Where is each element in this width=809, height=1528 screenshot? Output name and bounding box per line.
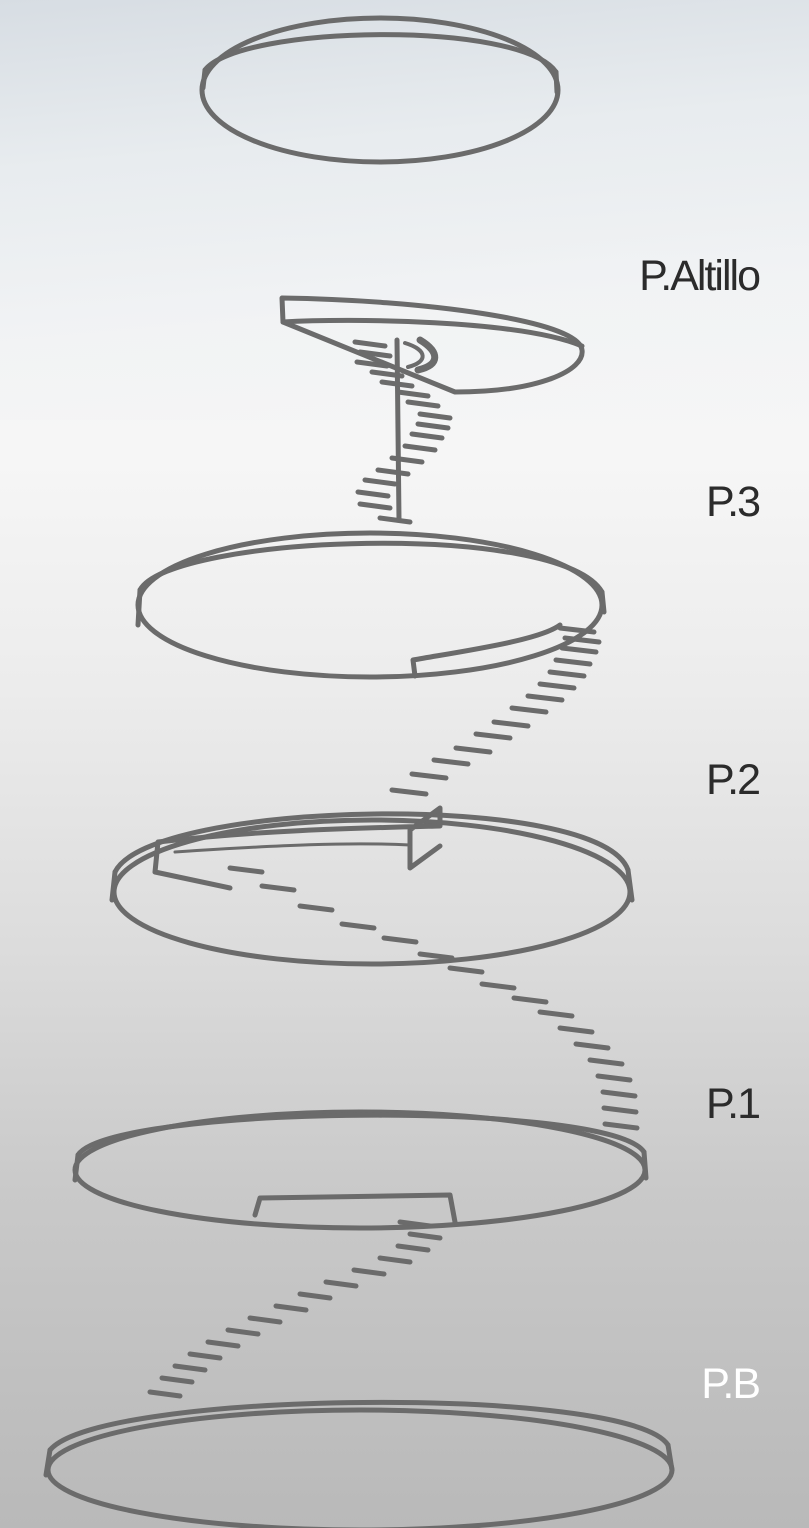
stair-step — [172, 1363, 208, 1373]
stair-step — [479, 981, 517, 991]
floor-label-1: P.1 — [706, 1080, 761, 1128]
stair-step — [297, 903, 335, 913]
stair-step — [525, 693, 565, 703]
stair-step — [447, 965, 485, 975]
stair-step — [407, 1231, 443, 1241]
stair-step — [397, 1219, 433, 1229]
stair-step — [377, 515, 413, 525]
stair-step — [405, 399, 441, 409]
stair-step — [453, 745, 493, 755]
roof-disc — [199, 15, 561, 165]
stair-step — [357, 349, 393, 359]
stair-step — [357, 501, 393, 511]
stair-step — [381, 935, 419, 945]
stair-step — [259, 883, 297, 893]
stair-step — [491, 719, 531, 729]
stair-steps-floor-3 — [389, 625, 602, 797]
stair-step — [409, 431, 445, 441]
stair-step — [537, 1009, 575, 1019]
stair-step — [247, 1315, 283, 1325]
stair-step — [389, 455, 425, 465]
stair-step — [511, 995, 549, 1005]
spiral-stair-attic — [394, 337, 402, 523]
stair-step — [147, 1389, 183, 1399]
stair-step — [409, 771, 449, 781]
stair-step — [402, 443, 438, 453]
floor-label-ground: P.B — [701, 1360, 761, 1408]
stair-step — [573, 1041, 611, 1051]
stair-step — [602, 1121, 640, 1131]
stair-step — [473, 731, 513, 741]
stair-step — [323, 1279, 359, 1289]
stair-step — [601, 1105, 639, 1115]
stair-step — [339, 921, 377, 931]
stair-steps-floor-1 — [147, 1219, 443, 1399]
stair-step — [587, 1057, 625, 1067]
floor-3-disc — [135, 530, 607, 680]
stair-step — [553, 657, 593, 667]
stair-step — [395, 389, 431, 399]
stair-step — [369, 369, 405, 379]
stair-step — [417, 411, 453, 421]
stair-step — [351, 1267, 387, 1277]
stair-step — [227, 865, 265, 875]
stair-step — [557, 625, 597, 635]
sky-backdrop — [0, 0, 809, 420]
stair-step — [395, 1243, 431, 1253]
stair-step — [297, 1291, 333, 1301]
stair-step — [389, 787, 429, 797]
stair-step — [415, 421, 451, 431]
stair-step — [187, 1351, 223, 1361]
stair-step — [205, 1339, 241, 1349]
spiral-stair-steps-attic — [352, 339, 453, 525]
stair-step — [559, 645, 599, 655]
floor-label-attic: P.Altillo — [639, 252, 761, 300]
stair-steps-floor-2 — [227, 865, 640, 1131]
stair-step — [159, 1375, 195, 1385]
stair-step — [225, 1327, 261, 1337]
floor-label-2: P.2 — [706, 756, 761, 804]
attic-floor — [279, 295, 585, 395]
stair-step — [362, 477, 398, 487]
stair-step — [273, 1303, 309, 1313]
stair-step — [547, 669, 587, 679]
stair-step — [354, 359, 390, 369]
stair-step — [375, 467, 411, 477]
stair-step — [557, 1025, 595, 1035]
stair-step — [417, 951, 455, 961]
stair-step — [509, 705, 549, 715]
stair-step — [379, 379, 415, 389]
stair-step — [431, 757, 471, 767]
ground-floor-disc — [43, 1399, 675, 1528]
stair-step — [377, 1255, 413, 1265]
floor-1-disc — [72, 1109, 649, 1231]
floor-label-3: P.3 — [706, 478, 761, 526]
floor-2-disc — [109, 805, 635, 967]
stair-step — [537, 681, 577, 691]
stair-step — [600, 1089, 638, 1099]
stair-step — [352, 339, 388, 349]
stair-step — [355, 489, 391, 499]
stair-step — [595, 1073, 633, 1083]
stair-step — [562, 635, 602, 645]
